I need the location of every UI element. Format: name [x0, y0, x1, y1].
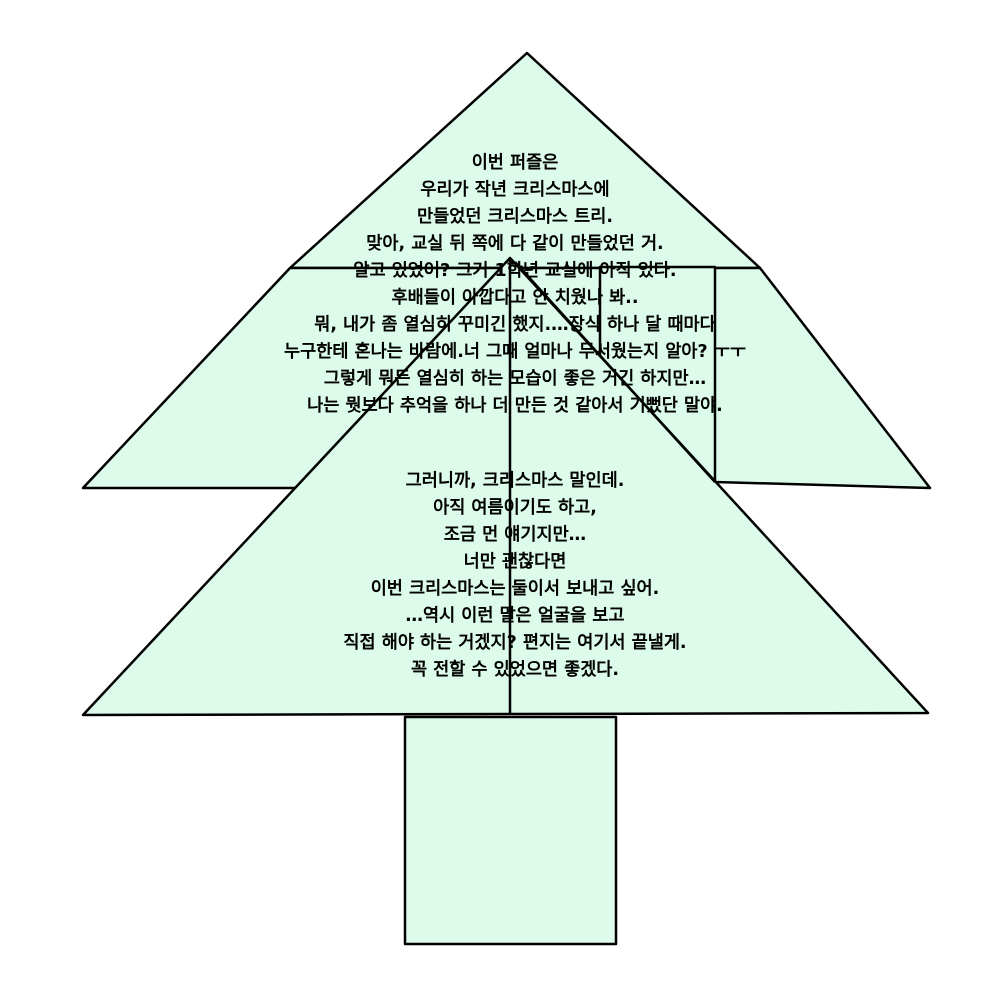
letter-paragraph-2: 그러니까, 크리스마스 말인데. 아직 여름이기도 하고, 조금 먼 얘기지만…… [150, 468, 880, 684]
puzzle-piece-trunk[interactable] [403, 715, 618, 946]
letter-line: 후배들이 아깝다고 안 치웠나 봐.. [391, 288, 639, 308]
letter-line: 만들었던 크리스마스 트리. [417, 207, 613, 227]
letter-line: 알고 있었어? 그거 1학년 교실에 아직 있다. [353, 261, 677, 281]
letter-line: 조금 먼 얘기지만… [443, 525, 587, 545]
letter-line: 우리가 작년 크리스마스에 [420, 180, 610, 200]
letter-line: 그렇게 뭐든 열심히 하는 모습이 좋은 거긴 하지만… [323, 369, 707, 389]
letter-line: 꼭 전할 수 있었으면 좋겠다. [410, 660, 620, 680]
letter-line: 그러니까, 크리스마스 말인데. [405, 471, 625, 491]
letter-line: 맞아, 교실 뒤 쪽에 다 같이 만들었던 거. [366, 234, 664, 254]
letter-line: 아직 여름이기도 하고, [433, 498, 597, 518]
letter-line: 너만 괜찮다면 [463, 552, 567, 572]
letter-line: 누구한테 혼나는 바람에.너 그때 얼마나 무서웠는지 알아? ㅜㅜ [284, 342, 746, 362]
letter-line: 나는 뭣보다 추억을 하나 더 만든 것 같아서 기뻤단 말야. [307, 396, 723, 416]
puzzle-piece-bottom-triangle[interactable] [81, 256, 930, 717]
piece-edge-line [514, 261, 716, 483]
letter-line: 뭐, 내가 좀 열심히 꾸미긴 했지.…장식 하나 달 때마다 [314, 315, 716, 335]
letter-paragraph-1: 이번 퍼즐은 우리가 작년 크리스마스에 만들었던 크리스마스 트리. 맞아, … [150, 150, 880, 420]
letter-line: 직접 해야 하는 거겠지? 편지는 여기서 끝낼게. [343, 633, 687, 653]
letter-line: 이번 퍼즐은 [471, 153, 559, 173]
letter-line: …역시 이런 말은 얼굴을 보고 [405, 606, 625, 626]
letter-line: 이번 크리스마스는 둘이서 보내고 싶어. [370, 579, 660, 599]
